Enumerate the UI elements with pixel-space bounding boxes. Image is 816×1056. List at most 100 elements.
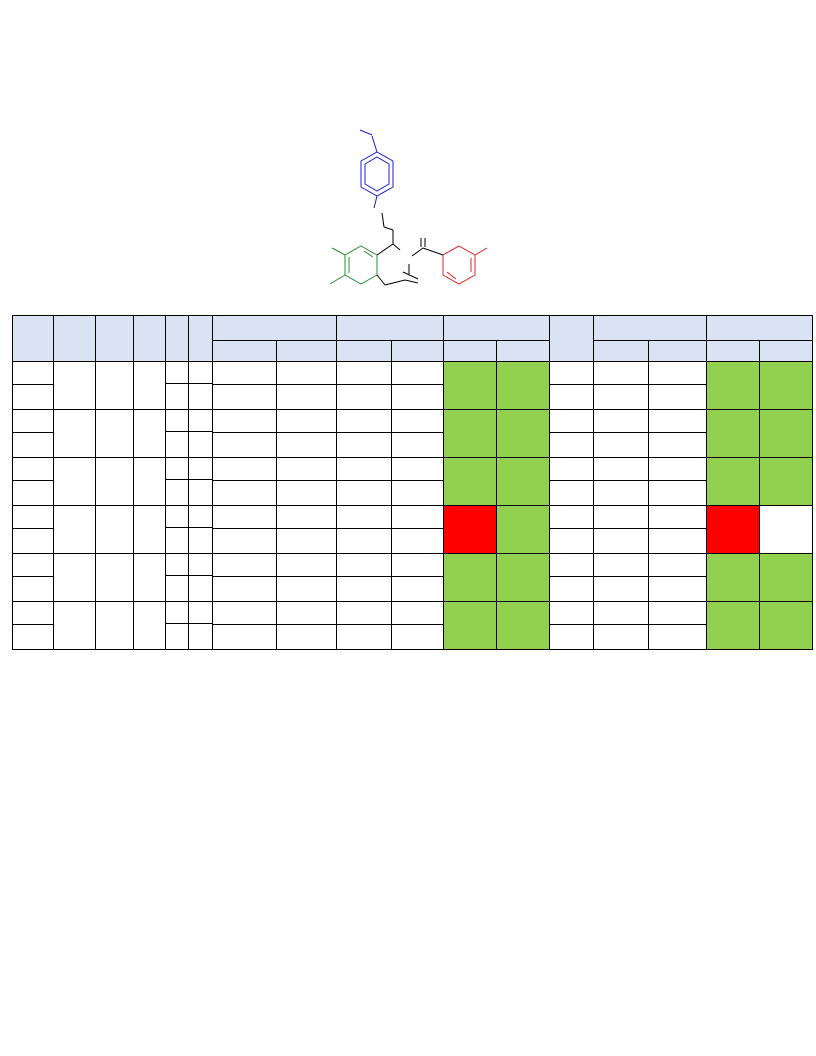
table-cell xyxy=(391,384,444,410)
table-cell xyxy=(188,527,213,554)
table-cell xyxy=(53,505,96,554)
table-cell xyxy=(549,553,594,577)
result-cell-pass xyxy=(443,457,497,506)
header-group-5 xyxy=(706,315,813,341)
table-cell xyxy=(95,505,134,554)
subheader-col-n xyxy=(593,340,649,362)
result-cell-pass xyxy=(443,601,497,650)
table-cell xyxy=(549,361,594,385)
table-cell xyxy=(165,575,189,602)
table-cell xyxy=(133,457,166,506)
left-phenyl-ring xyxy=(344,245,378,285)
table-cell xyxy=(336,361,392,385)
subheader-col-k xyxy=(443,340,497,362)
table-cell xyxy=(276,409,337,433)
table-cell xyxy=(276,624,337,650)
table-cell xyxy=(95,361,134,410)
results-table xyxy=(12,315,813,650)
subheader-col-g xyxy=(212,340,277,362)
result-cell-pass xyxy=(759,361,813,410)
table-cell xyxy=(12,457,54,481)
table-cell xyxy=(212,576,277,602)
table-cell xyxy=(53,553,96,602)
table-cell xyxy=(53,361,96,410)
table-cell xyxy=(188,553,213,576)
table-cell xyxy=(165,601,189,624)
table-cell xyxy=(165,431,189,458)
methoxy-bonds xyxy=(359,129,378,209)
table-cell xyxy=(549,528,594,554)
header-group-2 xyxy=(336,315,444,341)
table-cell xyxy=(188,601,213,624)
table-cell xyxy=(336,601,392,625)
table-cell xyxy=(648,553,707,577)
table-cell xyxy=(648,480,707,506)
subheader-col-o xyxy=(648,340,707,362)
table-cell xyxy=(276,480,337,506)
table-cell xyxy=(648,576,707,602)
result-cell-pass xyxy=(759,601,813,650)
table-cell xyxy=(212,505,277,529)
table-cell xyxy=(188,431,213,458)
table-cell xyxy=(391,576,444,602)
table-cell xyxy=(165,505,189,528)
result-cell-pass xyxy=(759,553,813,602)
subheader-col-p xyxy=(706,340,760,362)
table-cell xyxy=(648,505,707,529)
table-cell xyxy=(336,384,392,410)
table-cell xyxy=(12,409,54,433)
table-cell xyxy=(549,384,594,410)
table-cell xyxy=(391,480,444,506)
table-cell xyxy=(188,623,213,650)
table-cell xyxy=(165,479,189,506)
table-cell xyxy=(336,480,392,506)
table-cell xyxy=(12,528,54,554)
table-cell xyxy=(95,409,134,458)
result-cell-pass xyxy=(706,361,760,410)
table-cell xyxy=(336,553,392,577)
table-cell xyxy=(212,384,277,410)
header-col-a xyxy=(12,315,54,362)
table-cell xyxy=(276,576,337,602)
table-cell xyxy=(549,601,594,625)
table-cell xyxy=(276,553,337,577)
table-cell xyxy=(188,505,213,528)
right-phenyl-ring xyxy=(442,245,476,285)
result-cell-pass xyxy=(706,409,760,458)
header-group-4 xyxy=(593,315,707,341)
table-cell xyxy=(133,505,166,554)
table-cell xyxy=(212,601,277,625)
result-cell-pass xyxy=(496,457,550,506)
table-cell xyxy=(391,361,444,385)
table-cell xyxy=(12,576,54,602)
result-cell-pass xyxy=(443,361,497,410)
result-cell-pass xyxy=(706,601,760,650)
header-col-f xyxy=(188,315,213,362)
table-cell xyxy=(212,624,277,650)
table-cell xyxy=(336,576,392,602)
table-cell xyxy=(188,409,213,432)
table-cell xyxy=(133,361,166,410)
table-cell xyxy=(593,553,649,577)
table-cell xyxy=(212,457,277,481)
table-cell xyxy=(549,576,594,602)
table-cell xyxy=(391,553,444,577)
result-cell-pass xyxy=(759,457,813,506)
table-cell xyxy=(188,361,213,384)
table-cell xyxy=(12,480,54,506)
table-cell xyxy=(593,480,649,506)
table-cell xyxy=(336,409,392,433)
table-cell xyxy=(165,409,189,432)
header-col-c xyxy=(95,315,134,362)
header-group-1 xyxy=(212,315,337,341)
table-cell xyxy=(133,601,166,650)
table-cell xyxy=(165,553,189,576)
table-cell xyxy=(648,432,707,458)
table-cell xyxy=(549,432,594,458)
table-cell xyxy=(188,383,213,410)
table-cell xyxy=(165,623,189,650)
table-cell xyxy=(593,409,649,433)
table-cell xyxy=(391,505,444,529)
subheader-col-h xyxy=(276,340,337,362)
table-cell xyxy=(165,457,189,480)
